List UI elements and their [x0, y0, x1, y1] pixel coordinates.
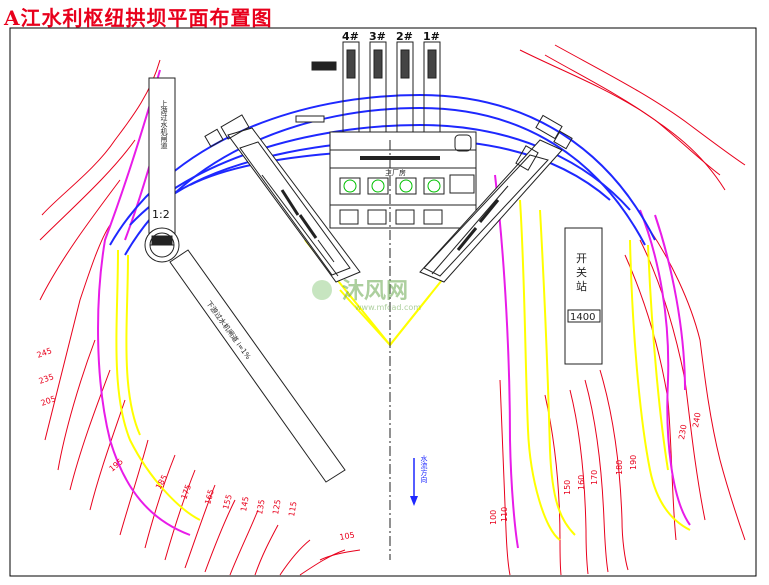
contour-label: 135	[255, 499, 267, 516]
unit-label-2: 2#	[396, 30, 413, 43]
watermark-url: www.mfcad.com	[355, 303, 421, 312]
contour-label: 235	[38, 372, 55, 386]
powerhouse	[329, 131, 477, 229]
downstream-tunnel	[169, 249, 346, 483]
watermark: 沐风网 www.mfcad.com	[312, 279, 421, 312]
switchyard: 开 关 站 1400	[564, 227, 603, 365]
switchyard-char-1: 开	[576, 252, 587, 265]
flow-direction-label: 水流方向	[420, 454, 428, 483]
excavation-outline	[97, 69, 691, 549]
contour-label: 100	[489, 510, 498, 525]
contour-label: 190	[629, 455, 638, 470]
upstream-shaft-dim: 1:2	[152, 208, 170, 221]
contour-label: 145	[239, 496, 251, 513]
contour-label: 165	[203, 488, 216, 505]
contour-label: 175	[179, 483, 193, 500]
watermark-brand: 沐风网	[342, 279, 408, 304]
contour-label: 150	[563, 480, 572, 495]
unit-label-3: 3#	[369, 30, 386, 43]
contour-label: 230	[677, 424, 689, 441]
unit-label-1: 1#	[423, 30, 440, 43]
contours-left	[39, 59, 361, 576]
left-spillway	[204, 114, 361, 283]
contours-right	[499, 44, 746, 576]
switchyard-char-2: 关	[576, 265, 587, 279]
contour-label: 240	[691, 412, 703, 429]
switchyard-elevation: 1400	[570, 312, 595, 323]
contour-labels-right: 100 110 150 160 170 180 190 230 240	[489, 412, 703, 525]
contour-label: 205	[40, 394, 57, 408]
contour-label: 105	[339, 530, 356, 542]
right-spillway	[419, 114, 573, 283]
contour-label: 110	[500, 507, 509, 522]
upstream-shaft	[144, 77, 180, 263]
switchyard-char-3: 站	[576, 279, 587, 293]
contour-label: 170	[590, 470, 599, 485]
drawing-border	[9, 27, 757, 577]
page-title: A江水利枢纽拱坝平面布置图	[4, 6, 273, 30]
contour-label: 155	[221, 493, 234, 510]
unit-label-4: 4#	[342, 30, 359, 43]
upstream-shaft-label: 上游过水机闸道	[160, 99, 168, 150]
powerhouse-label: 主厂房	[385, 168, 406, 177]
contour-label: 245	[36, 346, 53, 360]
flow-direction: 水流方向	[410, 454, 428, 506]
contour-label: 115	[287, 501, 299, 518]
contour-label: 180	[615, 460, 624, 475]
contour-label: 125	[271, 499, 283, 516]
yellow-slope-lines	[115, 199, 691, 541]
contour-label: 160	[577, 475, 586, 490]
penstocks	[295, 41, 441, 133]
unit-labels: 4# 3# 2# 1#	[342, 30, 440, 43]
